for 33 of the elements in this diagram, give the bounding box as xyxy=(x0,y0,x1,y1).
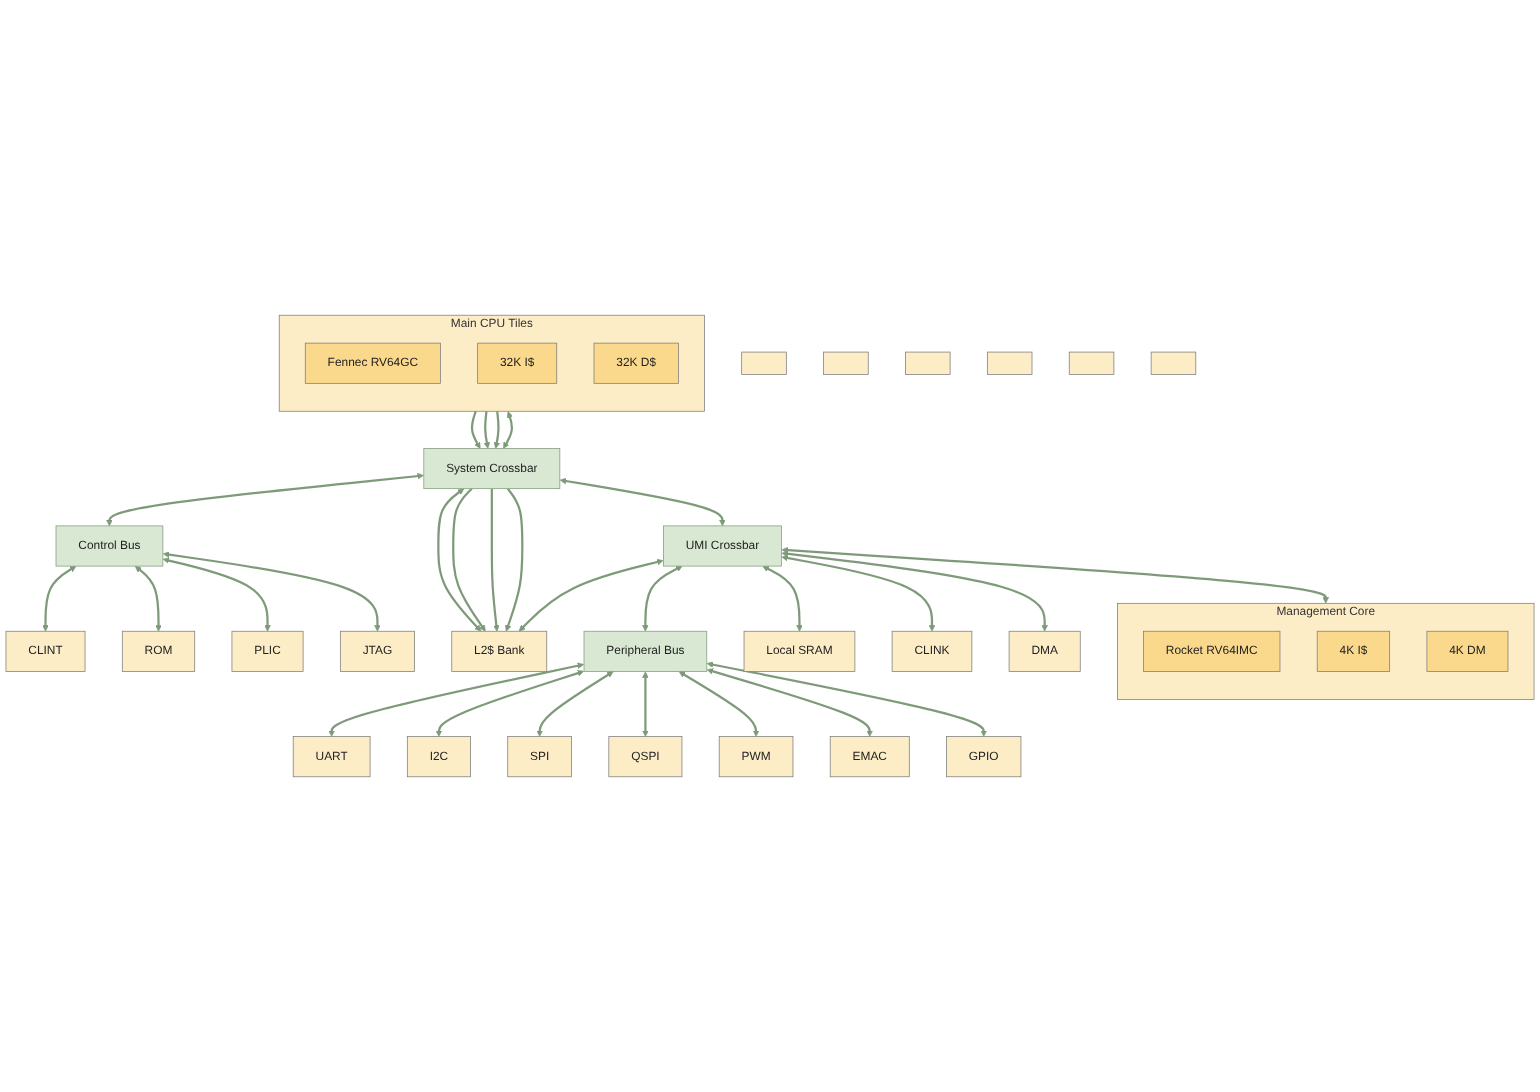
arrow xyxy=(435,669,584,737)
node-box xyxy=(1068,351,1115,375)
arrow xyxy=(781,550,1048,632)
arrow xyxy=(762,565,803,632)
node-box xyxy=(823,351,869,375)
arrow xyxy=(437,488,482,632)
arrow xyxy=(781,546,1330,604)
arrow xyxy=(134,566,162,632)
arrow xyxy=(483,411,491,449)
node-box xyxy=(1150,351,1197,375)
arrow xyxy=(781,554,936,632)
arrow xyxy=(452,487,486,632)
arrow xyxy=(503,411,514,449)
arrow xyxy=(106,472,424,527)
arrow xyxy=(162,557,271,632)
arrow xyxy=(706,668,873,737)
arrow xyxy=(162,551,381,632)
arrow xyxy=(328,662,584,737)
arrow xyxy=(642,671,649,737)
arrow xyxy=(490,488,500,632)
arrow xyxy=(678,671,760,737)
node-box xyxy=(741,351,787,375)
arrow xyxy=(493,411,501,449)
arrow xyxy=(518,558,664,632)
arrow xyxy=(505,488,524,632)
arrow xyxy=(470,410,481,449)
arrow xyxy=(642,565,683,632)
arrow xyxy=(536,671,614,737)
node-box xyxy=(986,351,1033,375)
arrow xyxy=(42,565,77,632)
node-box xyxy=(905,351,951,375)
arrow xyxy=(706,661,987,737)
arrow xyxy=(559,477,726,527)
